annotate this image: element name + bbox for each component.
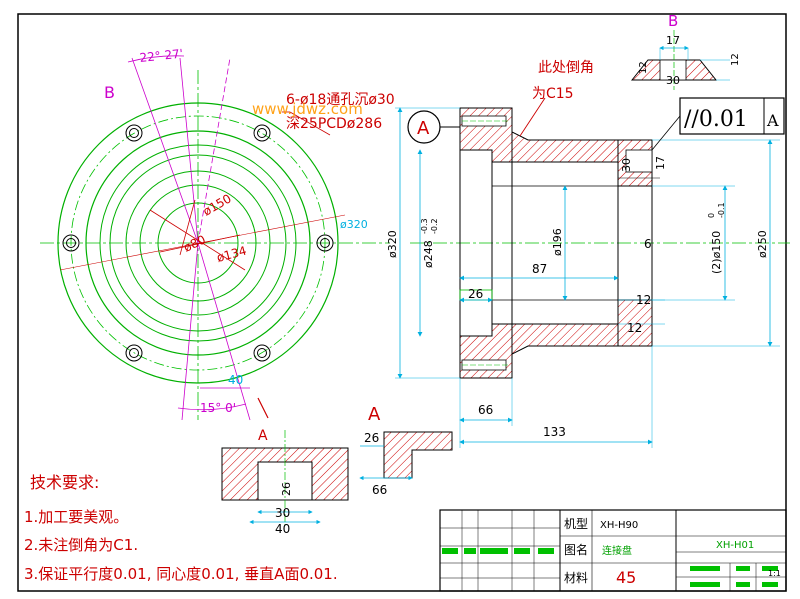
dim-248-tol-upper: -0.3 xyxy=(420,218,429,234)
detail-b-dim-12b: 12 xyxy=(730,53,741,66)
detail-b-dim-12a: 12 xyxy=(638,61,649,74)
dim-150-tol-lower: -0.1 xyxy=(717,202,726,218)
bolt-hole xyxy=(125,124,143,142)
front-view: B 22° 27' 15° 0' 6-ø18通孔沉ø30 深25PCDø286 … xyxy=(40,46,395,444)
material-value: 45 xyxy=(616,568,636,587)
detail-b: B 17 12 30 12 xyxy=(630,12,741,90)
drawing-number: XH-H01 xyxy=(716,540,754,551)
name-label: 图名 xyxy=(564,542,588,557)
dim-6-label: 6 xyxy=(644,237,652,251)
detail-a-label: A xyxy=(368,404,381,425)
watermark: www.jdwz.com xyxy=(252,100,363,118)
dim-17-label: 17 xyxy=(654,156,667,170)
dim-150-tol-upper: 0 xyxy=(707,213,716,218)
name-value: 连接盘 xyxy=(602,544,632,557)
chamfer-note-line2: 为C15 xyxy=(532,86,574,102)
angle-top-label: 22° 27' xyxy=(139,46,184,64)
dim-12b-label: 12 xyxy=(627,321,642,335)
bolt-hole xyxy=(125,344,143,362)
notes-item-3: 3.保证平行度0.01, 同心度0.01, 垂直A面0.01. xyxy=(24,565,338,583)
notes-item-2: 2.未注倒角为C1. xyxy=(24,536,138,554)
chamfer-note-line1: 此处倒角 xyxy=(538,60,594,76)
bolt-hole xyxy=(316,234,334,252)
dim-12a-label: 12 xyxy=(636,293,651,307)
model-label: 机型 xyxy=(564,517,588,531)
dim-87-label: 87 xyxy=(532,262,547,276)
detail-b-dim-30: 30 xyxy=(666,74,680,87)
section-a: A 26 30 40 xyxy=(221,430,349,536)
dim-133-label: 133 xyxy=(543,425,566,439)
section-a-dim-26: 26 xyxy=(280,482,293,496)
scale-value: 1:1 xyxy=(768,569,781,578)
hole-note-line2: 深25PCDø286 xyxy=(286,116,382,132)
detail-a: A 26 66 xyxy=(359,404,453,497)
drawing-border xyxy=(17,13,787,592)
model-value: XH-H90 xyxy=(600,520,638,531)
dim-40-label: 40 xyxy=(228,373,243,387)
title-block: 机型 XH-H90 图名 连接盘 材料 45 XH-H01 1:1 xyxy=(439,509,787,592)
dim-66-label: 66 xyxy=(478,403,493,417)
detail-a-dim-26: 26 xyxy=(364,431,379,445)
dim-26-label: 26 xyxy=(468,287,483,301)
detail-b-label: B xyxy=(668,12,678,30)
dim-250-label: ø250 xyxy=(756,230,769,258)
dim-150-section-label: (2)ø150 xyxy=(710,231,723,274)
bolt-hole xyxy=(253,124,271,142)
section-a-dim-30: 30 xyxy=(275,506,290,520)
dim-320-label: ø320 xyxy=(340,218,368,231)
tolerance-datum: A xyxy=(766,111,779,130)
detail-b-dim-17: 17 xyxy=(666,34,680,47)
dim-30-label: 30 xyxy=(620,158,633,172)
view-b-label: B xyxy=(104,83,115,102)
bolt-hole xyxy=(253,344,271,362)
tolerance-value: //0.01 xyxy=(684,107,748,132)
technical-notes: 技术要求: 1.加工要美观。 2.未注倒角为C1. 3.保证平行度0.01, 同… xyxy=(24,473,338,583)
notes-title: 技术要求: xyxy=(30,473,99,492)
detail-a-dim-66: 66 xyxy=(372,483,387,497)
dim-196-label: ø196 xyxy=(551,228,564,256)
dim-150-label: ø150 xyxy=(201,191,234,218)
bolt-hole xyxy=(62,234,80,252)
dim-248-label: ø248 xyxy=(422,240,435,268)
section-a-dim-40: 40 xyxy=(275,522,290,536)
hole-note-line1: 6-ø18通孔沉ø30 xyxy=(286,92,395,108)
section-view: 此处倒角 为C15 A //0.01 A ø320 ø248 -0.3 -0.2… xyxy=(386,60,790,448)
material-label: 材料 xyxy=(564,571,588,585)
datum-a-label: A xyxy=(417,118,430,139)
section-a-marker: A xyxy=(258,428,268,444)
dim-248-tol-lower: -0.2 xyxy=(430,218,439,234)
angle-bottom-label: 15° 0' xyxy=(200,401,236,415)
dim-320-section-label: ø320 xyxy=(386,230,399,258)
notes-item-1: 1.加工要美观。 xyxy=(24,508,128,526)
